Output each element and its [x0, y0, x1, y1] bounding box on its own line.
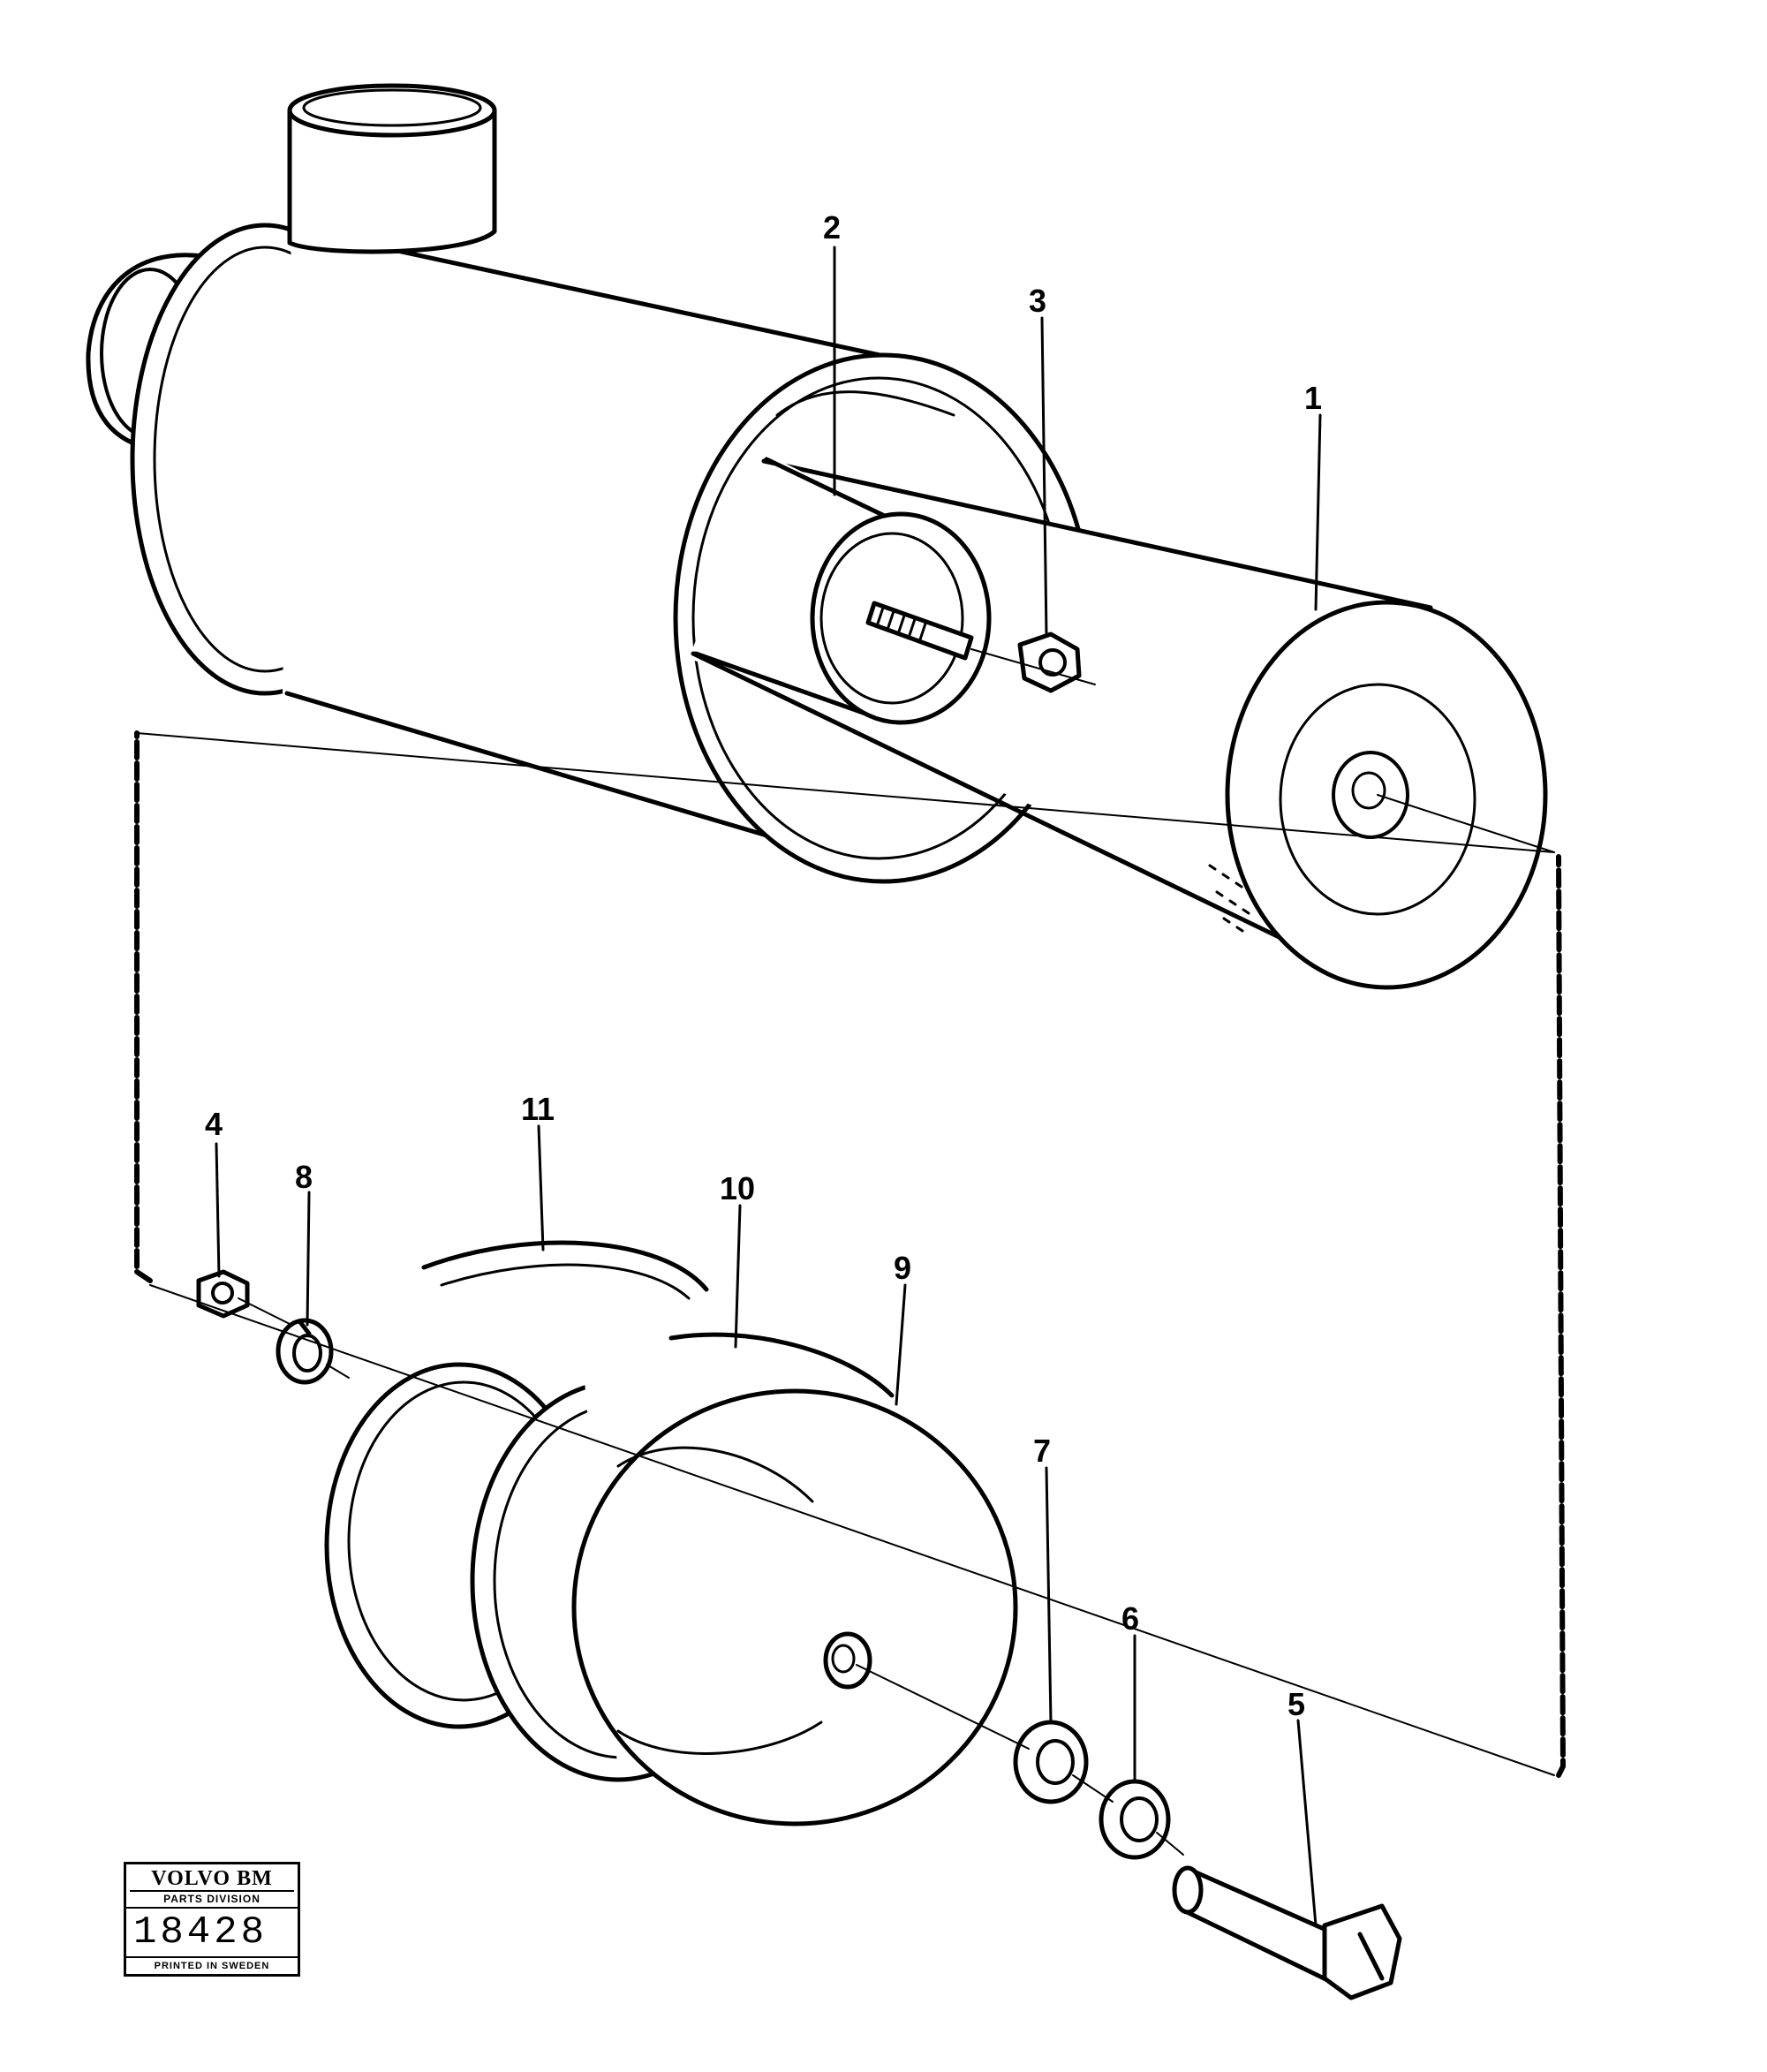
- callout-6: 6: [1121, 1600, 1139, 1637]
- callout-labels: 1 2 3 4 5 6 7 8 9 10 11: [205, 209, 1322, 1722]
- assembly-diagonal: [136, 732, 1555, 853]
- part-6-washer: [1099, 1779, 1171, 1860]
- stamp-printed: PRINTED IN SWEDEN: [154, 1961, 270, 1971]
- part-8-spring-washer: [276, 1318, 334, 1385]
- callout-11: 11: [521, 1091, 555, 1127]
- air-cleaner-housing: [86, 83, 1093, 884]
- callout-7: 7: [1033, 1433, 1051, 1469]
- part-7-seal: [1013, 1720, 1089, 1804]
- filter-perforations: [1208, 864, 1250, 933]
- dashed-connection: [134, 730, 1566, 1778]
- stamp-division: PARTS DIVISION: [126, 1892, 298, 1909]
- callout-3: 3: [1029, 283, 1046, 319]
- top-outlet-pipe: [287, 108, 497, 254]
- callout-1: 1: [1304, 380, 1322, 416]
- part-2-safety-element: [693, 457, 992, 725]
- leader-lines: [215, 246, 1322, 1927]
- part-9-cover: [571, 1332, 1018, 1826]
- callout-10: 10: [720, 1170, 755, 1206]
- part-5-bolt: [1172, 1865, 1402, 2000]
- filter-element-end-cap: [1225, 600, 1548, 990]
- threaded-stud: [865, 601, 974, 661]
- callout-4: 4: [205, 1106, 223, 1142]
- callout-2: 2: [823, 209, 841, 246]
- callout-5: 5: [1287, 1686, 1305, 1722]
- callout-9: 9: [894, 1250, 911, 1286]
- assembly-lines: [149, 648, 1555, 1856]
- part-4-nut: [196, 1269, 250, 1319]
- part-3-nut: [1017, 631, 1082, 693]
- cover-face: [571, 1388, 1018, 1826]
- volvo-bm-stamp: VOLVO BM PARTS DIVISION 18428 PRINTED IN…: [124, 1862, 300, 1977]
- stamp-number: 18428: [126, 1909, 298, 1958]
- stamp-brand: VOLVO BM: [130, 1867, 294, 1892]
- callout-8: 8: [295, 1159, 313, 1195]
